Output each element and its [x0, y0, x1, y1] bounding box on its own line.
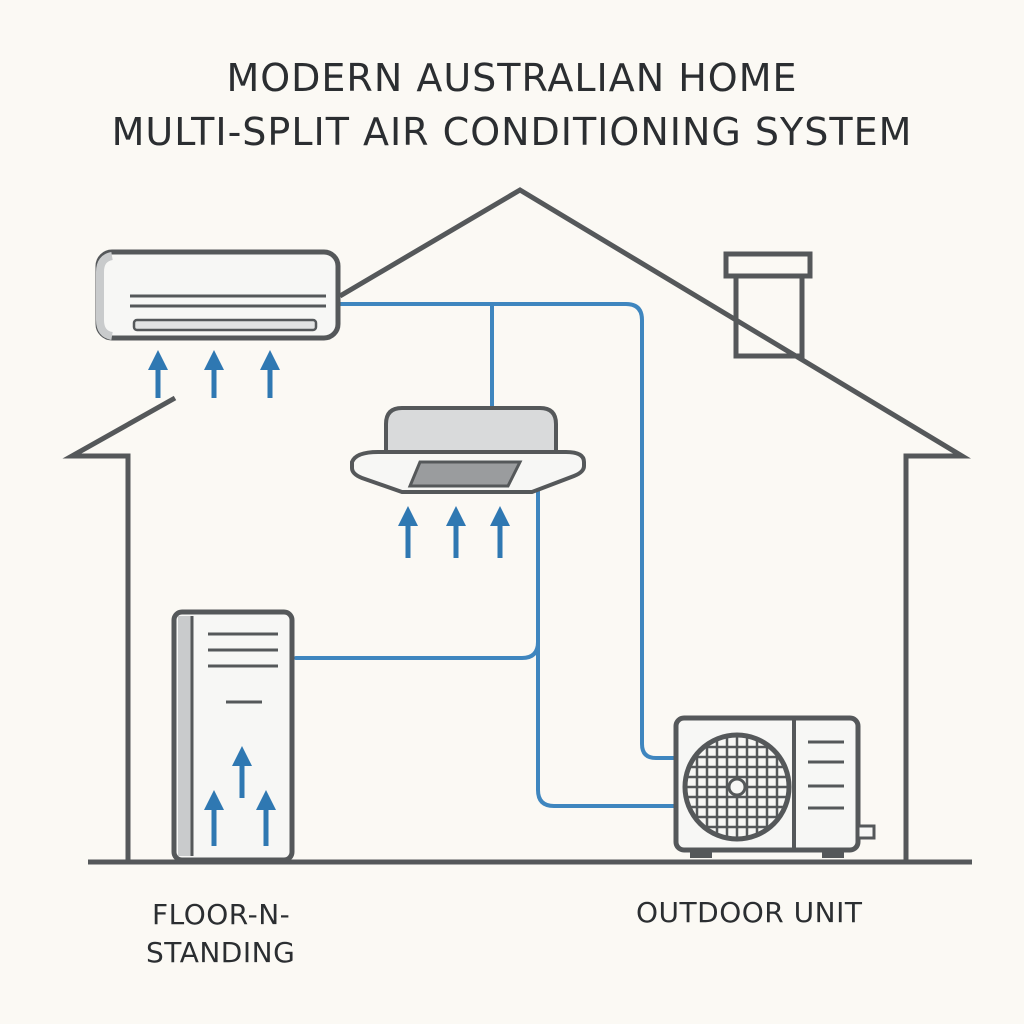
house-outline: [62, 187, 972, 862]
floor-standing-label-line1: FLOOR-N-: [152, 898, 291, 931]
ceiling-cassette-unit: [350, 406, 586, 494]
floor-unit-airflow-arrows: [204, 746, 276, 846]
cassette-airflow-arrows: [398, 506, 510, 558]
chimney: [723, 251, 813, 359]
floor-standing-label-line2: STANDING: [146, 936, 296, 969]
diagram-title-line2: MULTI-SPLIT AIR CONDITIONING SYSTEM: [111, 110, 913, 154]
outdoor-unit-fan-icon: [682, 732, 792, 842]
wall-unit-airflow-arrows: [148, 350, 280, 398]
wall-mounted-unit: [95, 249, 341, 341]
diagram-title-line1: MODERN AUSTRALIAN HOME: [226, 56, 798, 100]
refrigerant-pipes: [294, 302, 682, 808]
outdoor-unit-label: OUTDOOR UNIT: [636, 896, 863, 929]
floor-standing-unit: [171, 609, 295, 863]
